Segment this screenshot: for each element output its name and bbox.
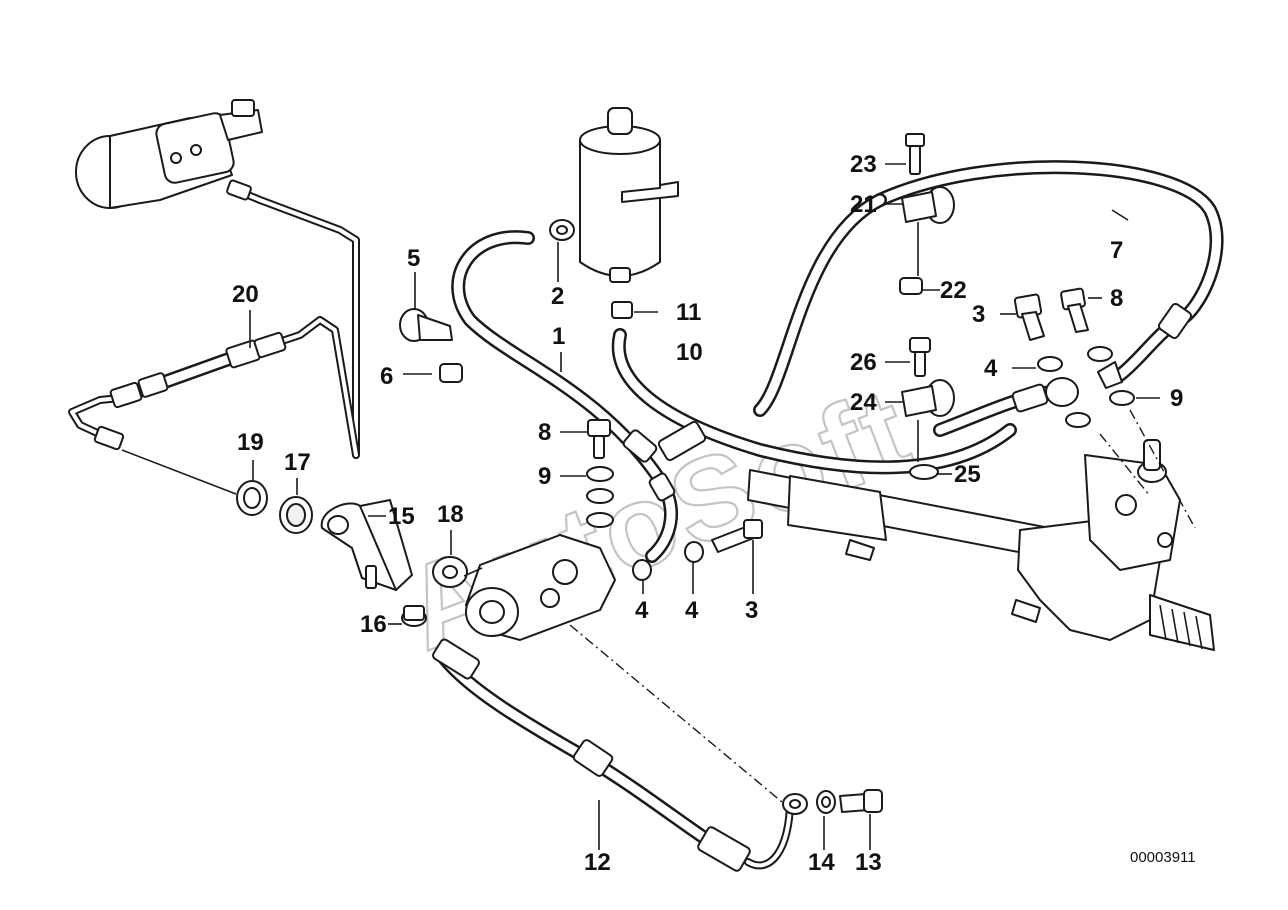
callout-13: 13 bbox=[855, 849, 882, 876]
banjo-bolt-8-upper bbox=[1060, 287, 1089, 333]
callout-15: 15 bbox=[388, 503, 415, 530]
callout-8-upper: 8 bbox=[1110, 285, 1123, 312]
banjo-bolt-13 bbox=[839, 789, 883, 813]
washer-19 bbox=[236, 480, 268, 516]
callout-7: 7 bbox=[1110, 237, 1123, 264]
callout-8-lower: 8 bbox=[538, 419, 551, 446]
callout-3-upper: 3 bbox=[972, 301, 985, 328]
callout-26: 26 bbox=[850, 349, 877, 376]
washer-14 bbox=[816, 790, 836, 814]
leaders bbox=[249, 163, 1160, 850]
return-hose-1 bbox=[451, 230, 678, 563]
alignment-line-19 bbox=[121, 449, 237, 495]
washers-4-lower bbox=[632, 541, 704, 581]
nut-22 bbox=[899, 277, 923, 295]
reservoir bbox=[579, 107, 679, 283]
alignment-line-18-pump bbox=[463, 567, 483, 577]
callout-24: 24 bbox=[850, 389, 877, 416]
callout-16: 16 bbox=[360, 611, 387, 638]
pump-assembly bbox=[75, 99, 263, 209]
callout-11: 11 bbox=[676, 299, 701, 326]
callout-10: 10 bbox=[676, 339, 703, 366]
fitting-2 bbox=[549, 219, 575, 241]
alignment-line-pump-13 bbox=[569, 624, 783, 803]
callout-25: 25 bbox=[954, 461, 981, 488]
pressure-line-rack bbox=[933, 377, 1079, 437]
callout-4-upper: 4 bbox=[984, 355, 998, 382]
callout-1: 1 bbox=[552, 323, 565, 350]
reference-number: 00003911 bbox=[1130, 849, 1196, 866]
washer-18 bbox=[432, 556, 468, 588]
callout-2: 2 bbox=[551, 283, 564, 310]
clamp-21 bbox=[901, 186, 955, 224]
nut-16 bbox=[401, 605, 427, 627]
callout-9-lower: 9 bbox=[538, 463, 551, 490]
banjo-bolt-3-lower bbox=[711, 519, 763, 553]
callout-22: 22 bbox=[940, 277, 967, 304]
pressure-hose-20 bbox=[68, 316, 360, 459]
callout-21: 21 bbox=[850, 191, 877, 218]
washer-9-left bbox=[586, 466, 614, 528]
hose-7 bbox=[753, 160, 1224, 417]
callout-18: 18 bbox=[437, 501, 464, 528]
steering-pump bbox=[465, 534, 616, 641]
pressure-hose-12 bbox=[432, 638, 808, 872]
washer-25 bbox=[909, 464, 939, 480]
callout-14: 14 bbox=[808, 849, 835, 876]
seal-17 bbox=[279, 496, 313, 534]
bolt-26 bbox=[909, 337, 931, 377]
hose-10 bbox=[611, 328, 1017, 475]
callout-9-upper: 9 bbox=[1170, 385, 1183, 412]
alignment-line-rack-upper bbox=[1099, 409, 1196, 529]
supply-pipe bbox=[226, 179, 360, 459]
callout-19: 19 bbox=[237, 429, 264, 456]
callout-labels: 20 5 6 2 1 11 10 23 21 22 7 3 8 26 4 24 … bbox=[232, 151, 1183, 876]
nut-6 bbox=[439, 363, 463, 383]
washers-upper bbox=[1037, 346, 1135, 428]
nut-11 bbox=[611, 301, 633, 319]
bolt-23 bbox=[905, 133, 925, 175]
bracket-15 bbox=[320, 499, 413, 591]
clamp-24 bbox=[901, 379, 955, 417]
callout-17: 17 bbox=[284, 449, 311, 476]
callout-4-left: 4 bbox=[635, 597, 649, 624]
clamp-5 bbox=[399, 308, 453, 342]
callout-3-lower: 3 bbox=[745, 597, 758, 624]
banjo-bolt-3-upper bbox=[1013, 293, 1045, 341]
callout-4-right: 4 bbox=[685, 597, 699, 624]
banjo-bolt-8-left bbox=[587, 419, 611, 459]
callout-23: 23 bbox=[850, 151, 877, 178]
callout-20: 20 bbox=[232, 281, 259, 308]
callout-5: 5 bbox=[407, 245, 420, 272]
steering-rack bbox=[747, 439, 1215, 651]
callout-12: 12 bbox=[584, 849, 611, 876]
callout-6: 6 bbox=[380, 363, 393, 390]
